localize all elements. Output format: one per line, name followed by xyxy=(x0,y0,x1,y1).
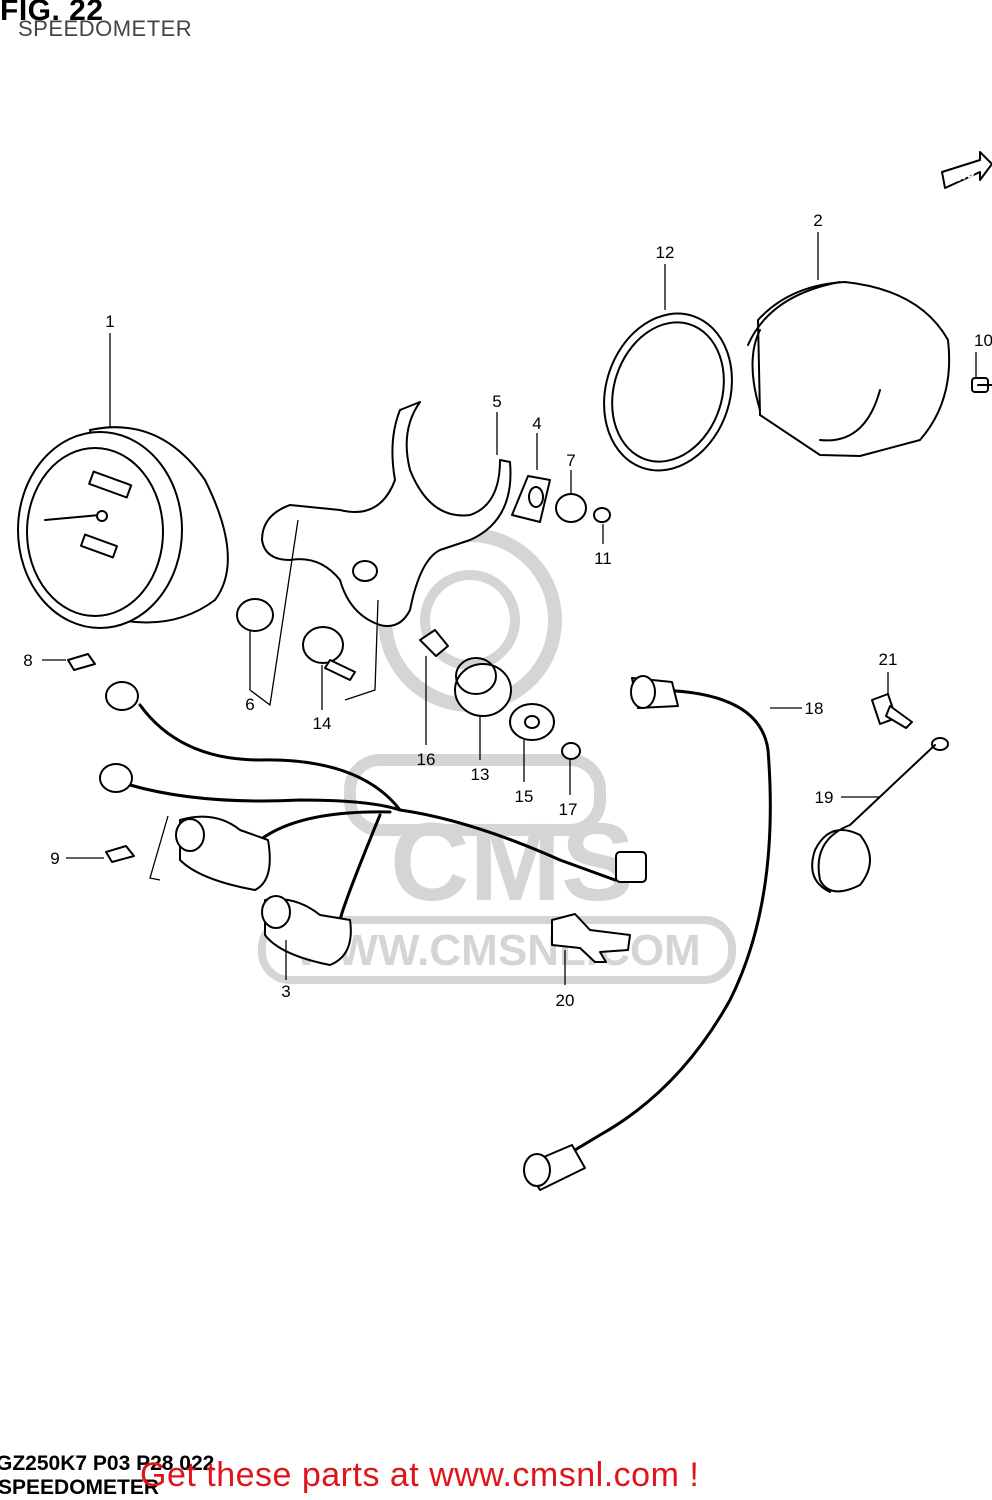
part-12-ring xyxy=(603,312,733,472)
part-18-cable xyxy=(523,675,772,1191)
part-13-socket xyxy=(454,657,512,717)
part-16-bulb xyxy=(419,629,449,657)
callout-17: 17 xyxy=(559,800,578,819)
part-19-spring xyxy=(811,737,949,893)
watermark-logo-text: CMS xyxy=(390,801,634,924)
callout-11: 11 xyxy=(594,549,612,568)
part-15-washer xyxy=(509,703,555,741)
cms-watermark: CMS WWW.CMSNL.COM xyxy=(258,528,736,984)
callout-14: 14 xyxy=(313,714,332,733)
promo-link[interactable]: Get these parts at www.cmsnl.com ! xyxy=(140,1456,700,1494)
callout-16: 16 xyxy=(417,750,436,769)
figure-subtitle: SPEEDOMETER xyxy=(18,16,193,41)
callout-3: 3 xyxy=(281,982,290,1001)
part-1-speedometer xyxy=(17,426,229,629)
footer-model-code: GZ250K7 P03 P28 022 xyxy=(0,1452,215,1475)
part-9-bulb xyxy=(105,845,135,863)
figure-title: FIG. 22 xyxy=(0,0,104,27)
leader-lines xyxy=(42,232,977,985)
part-6-cap xyxy=(236,598,274,632)
part-5-bracket xyxy=(261,401,512,627)
part-3-harness xyxy=(99,681,647,966)
part-8-bulb xyxy=(67,653,96,671)
footer-caption: SPEEDOMETER xyxy=(0,1476,160,1499)
callout-19: 19 xyxy=(815,788,834,807)
callout-1: 1 xyxy=(105,312,114,331)
callout-5: 5 xyxy=(492,392,501,411)
part-21-bolt xyxy=(871,693,913,729)
watermark-url: WWW.CMSNL.COM xyxy=(295,926,701,975)
callout-15: 15 xyxy=(515,787,534,806)
callout-6: 6 xyxy=(245,695,254,714)
callout-7: 7 xyxy=(566,451,575,470)
part-7-washer xyxy=(555,493,587,523)
callout-21: 21 xyxy=(879,650,898,669)
part-4-grommet xyxy=(511,475,551,523)
fwd-arrow-icon: FWD xyxy=(941,151,992,189)
part-10-screw xyxy=(971,377,992,393)
callout-12: 12 xyxy=(656,243,675,262)
part-17-nut xyxy=(561,742,581,760)
callout-numbers: 1 2 3 4 5 6 7 8 9 10 11 12 13 14 15 16 1… xyxy=(23,211,992,1010)
part-2-cover xyxy=(747,281,951,457)
part-20-clamp xyxy=(551,913,631,963)
callout-9: 9 xyxy=(50,849,59,868)
callout-13: 13 xyxy=(471,765,490,784)
part-14-bolt xyxy=(302,626,356,681)
callout-2: 2 xyxy=(813,211,822,230)
callout-8: 8 xyxy=(23,651,32,670)
part-11-nut xyxy=(593,507,611,523)
callout-18: 18 xyxy=(805,699,824,718)
callout-10: 10 xyxy=(974,331,992,350)
callout-20: 20 xyxy=(556,991,575,1010)
callout-4: 4 xyxy=(532,414,541,433)
